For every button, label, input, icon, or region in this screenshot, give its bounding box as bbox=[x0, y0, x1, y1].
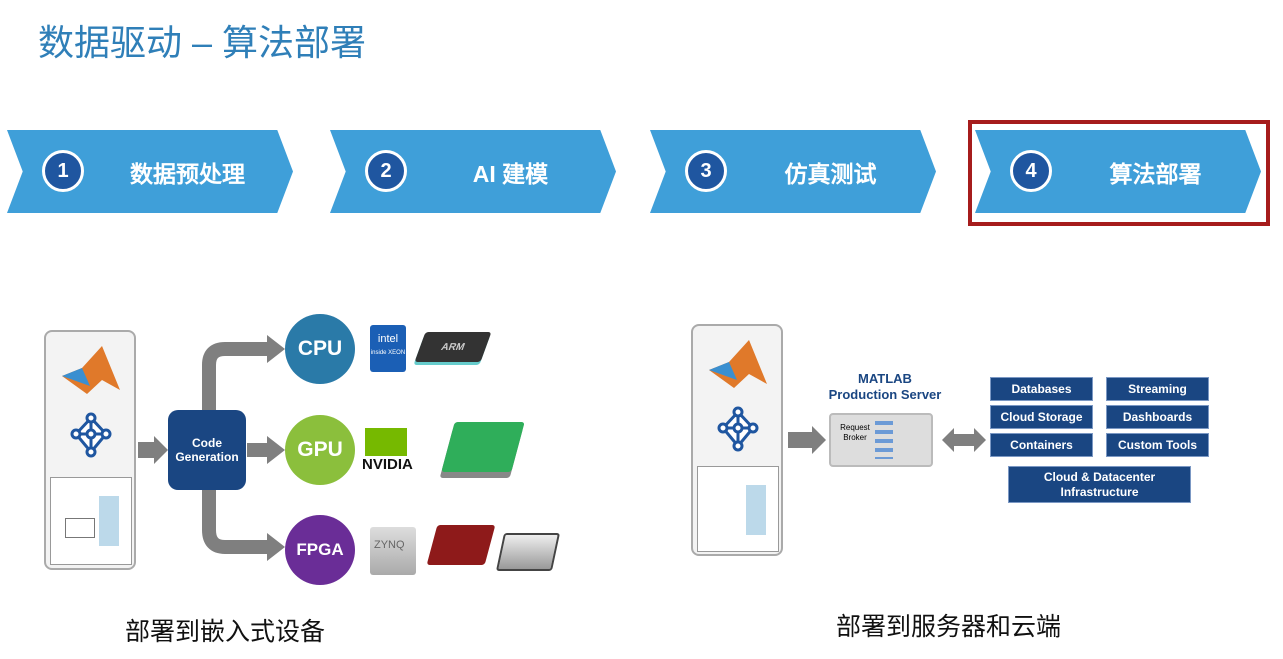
gpu-target: GPU bbox=[285, 415, 355, 485]
step-4: 4 算法部署 bbox=[975, 130, 1261, 213]
matlab-logo-icon bbox=[62, 346, 120, 394]
request-broker-box: Request Broker bbox=[829, 413, 933, 467]
neural-network-icon bbox=[717, 406, 759, 452]
server-subtitle: Production Server bbox=[828, 387, 942, 402]
step-label: 数据预处理 bbox=[130, 160, 245, 187]
step-number: 2 bbox=[365, 150, 407, 192]
cloud-infrastructure: Cloud & Datacenter Infrastructure bbox=[1008, 466, 1191, 503]
matlab-logo-icon bbox=[709, 340, 767, 388]
arrow bbox=[138, 442, 156, 458]
matlab-panel bbox=[44, 330, 136, 570]
arrow-head bbox=[154, 436, 168, 464]
fpga-target: FPGA bbox=[285, 515, 355, 585]
broker-arrows-icon bbox=[875, 421, 893, 459]
service-dashboards: Dashboards bbox=[1106, 405, 1209, 429]
nvidia-text: NVIDIA bbox=[362, 456, 413, 473]
bidirectional-arrow-icon bbox=[942, 428, 986, 452]
intel-xeon-logo: intel inside XEON bbox=[370, 325, 406, 372]
code-generation-box: Code Generation bbox=[168, 410, 246, 490]
step-number: 4 bbox=[1010, 150, 1052, 192]
service-custom-tools: Custom Tools bbox=[1106, 433, 1209, 457]
service-streaming: Streaming bbox=[1106, 377, 1209, 401]
fpga-chip-red bbox=[426, 525, 496, 565]
step-number: 3 bbox=[685, 150, 727, 192]
nvidia-logo-icon bbox=[365, 428, 407, 456]
page-title: 数据驱动 – 算法部署 bbox=[38, 22, 367, 63]
intel-sub: inside XEON bbox=[370, 350, 406, 356]
branch-arrows bbox=[202, 335, 285, 561]
step-number: 1 bbox=[42, 150, 84, 192]
fpga-chip-intel bbox=[495, 533, 561, 571]
neural-network-icon bbox=[70, 412, 112, 458]
intel-text: intel bbox=[377, 333, 399, 345]
step-2: 2 AI 建模 bbox=[330, 130, 616, 213]
service-cloud-storage: Cloud Storage bbox=[990, 405, 1093, 429]
matlab-panel-right bbox=[691, 324, 783, 556]
server-caption: 部署到服务器和云端 bbox=[836, 613, 1062, 641]
cpu-target: CPU bbox=[285, 314, 355, 384]
gpu-chip bbox=[441, 422, 525, 472]
step-1: 1 数据预处理 bbox=[7, 130, 293, 213]
step-label: 仿真测试 bbox=[784, 160, 877, 187]
step-label: 算法部署 bbox=[1109, 160, 1202, 187]
zynq-chip: ZYNQ bbox=[370, 527, 416, 575]
service-containers: Containers bbox=[990, 433, 1093, 457]
arrow bbox=[788, 432, 814, 448]
server-title-line: MATLAB bbox=[858, 371, 912, 386]
service-databases: Databases bbox=[990, 377, 1093, 401]
simulink-model-thumbnail bbox=[697, 466, 779, 552]
arm-chip: ARM bbox=[414, 332, 492, 362]
step-3: 3 仿真测试 bbox=[650, 130, 936, 213]
broker-label: Request Broker bbox=[840, 423, 870, 442]
arrow-head bbox=[812, 426, 826, 454]
step-label: AI 建模 bbox=[472, 160, 549, 187]
embedded-caption: 部署到嵌入式设备 bbox=[125, 618, 326, 646]
simulink-model-thumbnail bbox=[50, 477, 132, 565]
highlight-box bbox=[968, 120, 1270, 226]
